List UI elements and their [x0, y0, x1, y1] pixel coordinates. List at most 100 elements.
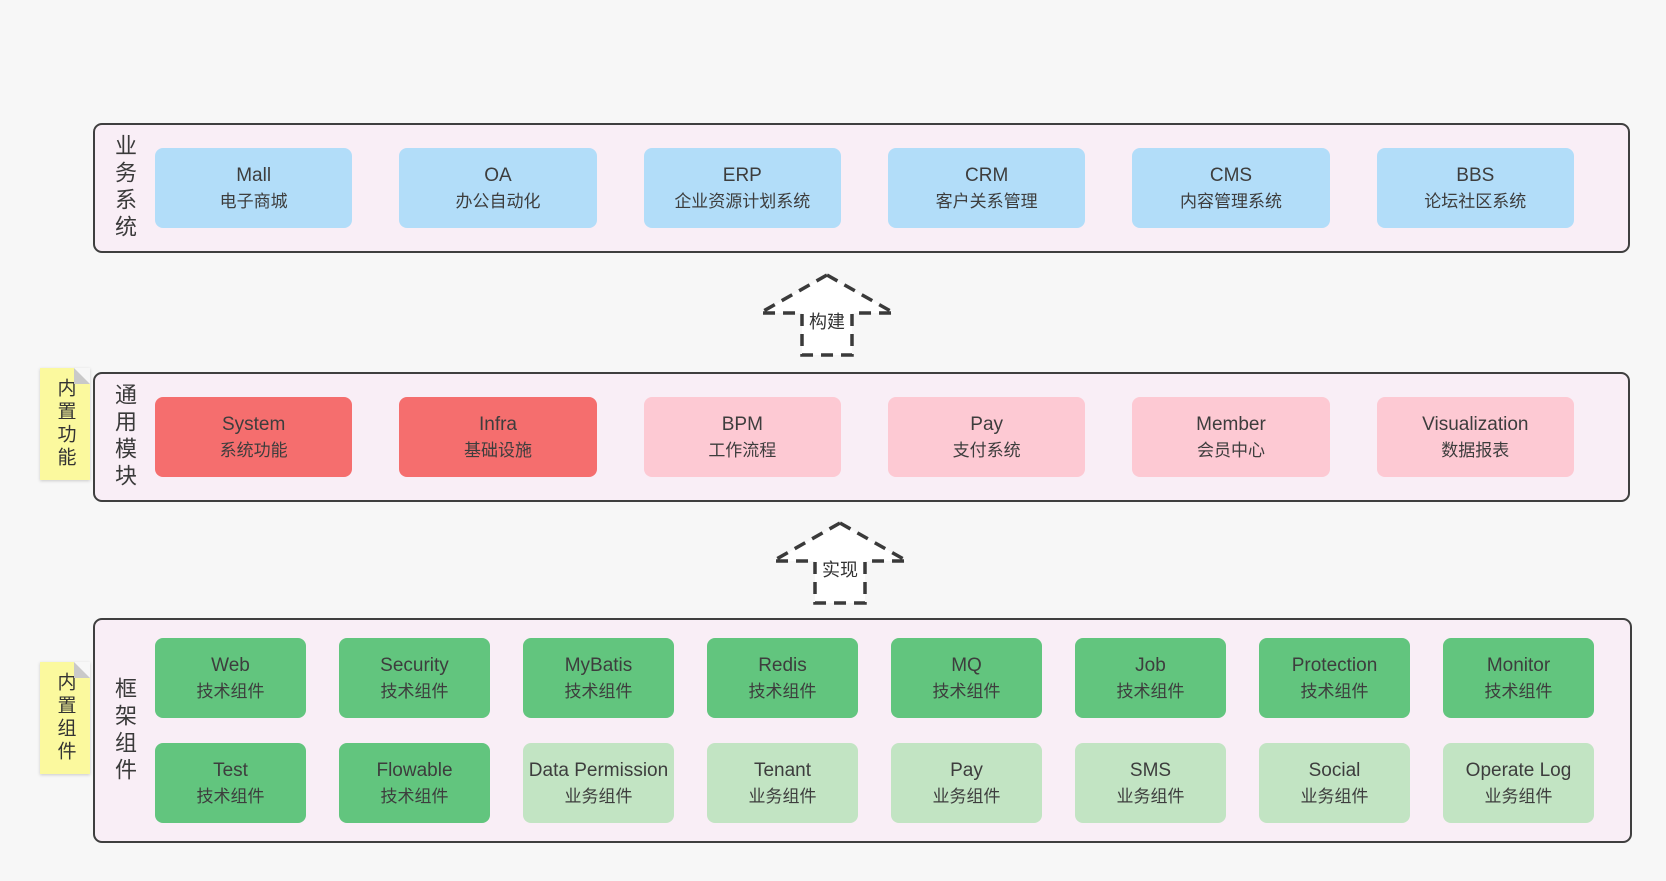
box-tenant: Tenant 业务组件	[707, 743, 858, 823]
box-visualization: Visualization 数据报表	[1376, 397, 1574, 477]
box-mall: Mall 电子商城	[155, 148, 353, 228]
box-subtitle: 技术组件	[932, 681, 1001, 701]
box-subtitle: 技术组件	[564, 681, 633, 701]
box-subtitle: 企业资源计划系统	[674, 191, 811, 211]
box-title: OA	[484, 165, 512, 186]
box-title: MyBatis	[564, 655, 633, 676]
sticky-text: 内置功能	[54, 378, 76, 470]
box-subtitle: 会员中心	[1196, 440, 1265, 460]
box-subtitle: 论坛社区系统	[1424, 191, 1527, 211]
box-title: Redis	[758, 655, 807, 676]
box-subtitle: 业务组件	[1116, 786, 1185, 806]
box-flowable: Flowable 技术组件	[339, 743, 490, 823]
box-title: Pay	[970, 414, 1004, 435]
box-title: Member	[1196, 414, 1266, 435]
layer-business-systems: 业务系统 Mall 电子商城 OA 办公自动化 ERP 企业资源计划系统 CRM…	[93, 123, 1630, 253]
box-operate-log: Operate Log 业务组件	[1443, 743, 1594, 823]
box-subtitle: 技术组件	[196, 681, 265, 701]
box-data-permission: Data Permission 业务组件	[523, 743, 674, 823]
layer-label-business: 业务系统	[112, 134, 137, 242]
box-title: Infra	[478, 414, 517, 435]
layer-framework-components: 框架组件 Web 技术组件 Security 技术组件 MyBatis 技术组件…	[93, 618, 1632, 843]
layer-label-modules: 通用模块	[112, 383, 137, 491]
box-title: Visualization	[1422, 414, 1529, 435]
box-bbs: BBS 论坛社区系统	[1376, 148, 1574, 228]
box-title: ERP	[722, 165, 762, 186]
box-system: System 系统功能	[155, 397, 353, 477]
build-arrow-icon: 构建	[757, 272, 897, 358]
box-subtitle: 办公自动化	[455, 191, 541, 211]
box-test: Test 技术组件	[155, 743, 306, 823]
box-social: Social 业务组件	[1259, 743, 1410, 823]
box-subtitle: 技术组件	[1116, 681, 1185, 701]
layer-common-modules: 通用模块 System 系统功能 Infra 基础设施 BPM 工作流程 Pay…	[93, 372, 1630, 502]
sticky-note-builtin-components: 内置组件	[40, 662, 90, 774]
box-subtitle: 内容管理系统	[1179, 191, 1282, 211]
box-subtitle: 技术组件	[196, 786, 265, 806]
box-infra: Infra 基础设施	[399, 397, 597, 477]
implement-arrow-label: 实现	[819, 556, 861, 582]
box-title: System	[221, 414, 286, 435]
box-title: Flowable	[376, 760, 453, 781]
box-subtitle: 系统功能	[219, 440, 288, 460]
box-subtitle: 业务组件	[1484, 786, 1553, 806]
box-job: Job 技术组件	[1075, 638, 1226, 718]
box-title: SMS	[1129, 760, 1172, 781]
box-title: BPM	[721, 414, 763, 435]
box-monitor: Monitor 技术组件	[1443, 638, 1594, 718]
box-oa: OA 办公自动化	[399, 148, 597, 228]
box-pay-component: Pay 业务组件	[891, 743, 1042, 823]
box-subtitle: 基础设施	[463, 440, 532, 460]
box-title: Pay	[950, 760, 983, 781]
sticky-text: 内置组件	[54, 672, 76, 764]
box-title: Mall	[236, 165, 272, 186]
box-title: Test	[213, 760, 248, 781]
box-security: Security 技术组件	[339, 638, 490, 718]
box-bpm: BPM 工作流程	[643, 397, 841, 477]
box-title: Data Permission	[528, 760, 669, 781]
box-subtitle: 支付系统	[952, 440, 1021, 460]
box-subtitle: 业务组件	[932, 786, 1001, 806]
box-subtitle: 数据报表	[1441, 440, 1510, 460]
box-cms: CMS 内容管理系统	[1132, 148, 1330, 228]
sticky-note-builtin-functions: 内置功能	[40, 368, 90, 480]
components-box-grid: Web 技术组件 Security 技术组件 MyBatis 技术组件 Redi…	[153, 620, 1630, 841]
box-subtitle: 业务组件	[1300, 786, 1369, 806]
box-title: Security	[380, 655, 449, 676]
build-arrow-label: 构建	[806, 308, 848, 334]
box-title: Social	[1308, 760, 1361, 781]
box-subtitle: 技术组件	[380, 681, 449, 701]
box-protection: Protection 技术组件	[1259, 638, 1410, 718]
box-subtitle: 业务组件	[748, 786, 817, 806]
box-title: Web	[211, 655, 250, 676]
box-subtitle: 电子商城	[219, 191, 288, 211]
box-title: Operate Log	[1465, 760, 1572, 781]
box-title: Protection	[1291, 655, 1378, 676]
layer-label-components: 框架组件	[112, 676, 137, 785]
modules-box-row: System 系统功能 Infra 基础设施 BPM 工作流程 Pay 支付系统…	[153, 374, 1628, 500]
box-title: CRM	[965, 165, 1009, 186]
box-subtitle: 技术组件	[748, 681, 817, 701]
box-crm: CRM 客户关系管理	[887, 148, 1086, 228]
box-sms: SMS 业务组件	[1075, 743, 1226, 823]
box-title: CMS	[1209, 165, 1253, 186]
business-box-row: Mall 电子商城 OA 办公自动化 ERP 企业资源计划系统 CRM 客户关系…	[153, 125, 1628, 251]
box-subtitle: 技术组件	[1300, 681, 1369, 701]
box-subtitle: 技术组件	[380, 786, 449, 806]
box-member: Member 会员中心	[1132, 397, 1330, 477]
box-title: Tenant	[753, 760, 812, 781]
box-subtitle: 技术组件	[1484, 681, 1553, 701]
box-title: MQ	[951, 655, 982, 676]
box-subtitle: 客户关系管理	[935, 191, 1038, 211]
box-mybatis: MyBatis 技术组件	[523, 638, 674, 718]
box-pay-module: Pay 支付系统	[887, 397, 1086, 477]
box-title: Monitor	[1486, 655, 1551, 676]
box-erp: ERP 企业资源计划系统	[643, 148, 841, 228]
box-title: Job	[1135, 655, 1166, 676]
box-web: Web 技术组件	[155, 638, 306, 718]
box-redis: Redis 技术组件	[707, 638, 858, 718]
box-title: BBS	[1456, 165, 1495, 186]
box-subtitle: 业务组件	[564, 786, 633, 806]
implement-arrow-icon: 实现	[770, 520, 910, 606]
